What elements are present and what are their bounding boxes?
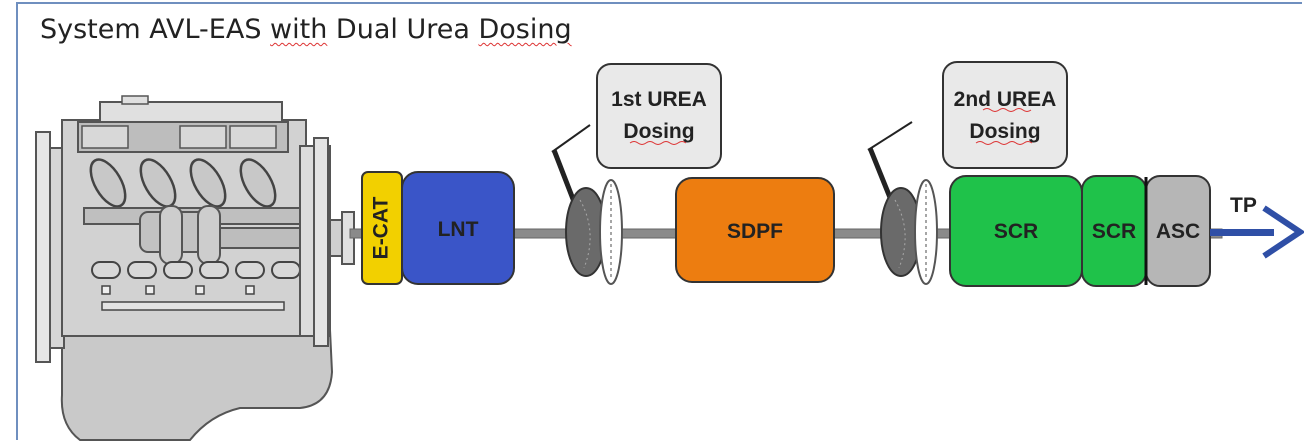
scr-label-2: SCR (1092, 220, 1136, 243)
second-dosing-line1: 2nd UREA (954, 88, 1057, 111)
engine-illustration (35, 95, 355, 441)
outlet-arrow (1210, 205, 1304, 259)
title-text: Dual Urea (327, 14, 479, 45)
first-dosing-callout (596, 63, 722, 169)
sdpf-block (675, 177, 835, 283)
diagram-title: System AVL-EAS with Dual Urea Dosing (40, 14, 572, 45)
sdpf-label: SDPF (727, 220, 783, 243)
first-dosing-line1: 1st UREA (611, 88, 707, 111)
first-urea-injector (551, 124, 623, 285)
diagram-frame (16, 2, 1302, 440)
asc-label: ASC (1156, 220, 1200, 243)
title-text: System AVL-EAS (40, 14, 271, 45)
ecat-label: E-CAT (370, 197, 393, 260)
lnt-block (401, 171, 515, 285)
lnt-label: LNT (438, 218, 479, 241)
tp-label: TP (1230, 194, 1257, 217)
title-text: Dosing (478, 14, 572, 45)
second-dosing-callout (942, 61, 1068, 169)
first-dosing-line2: Dosing (623, 120, 694, 143)
title-text: with (270, 14, 328, 45)
second-dosing-line2: Dosing (969, 120, 1040, 143)
second-urea-injector (867, 121, 938, 285)
scr-label-1: SCR (994, 220, 1038, 243)
